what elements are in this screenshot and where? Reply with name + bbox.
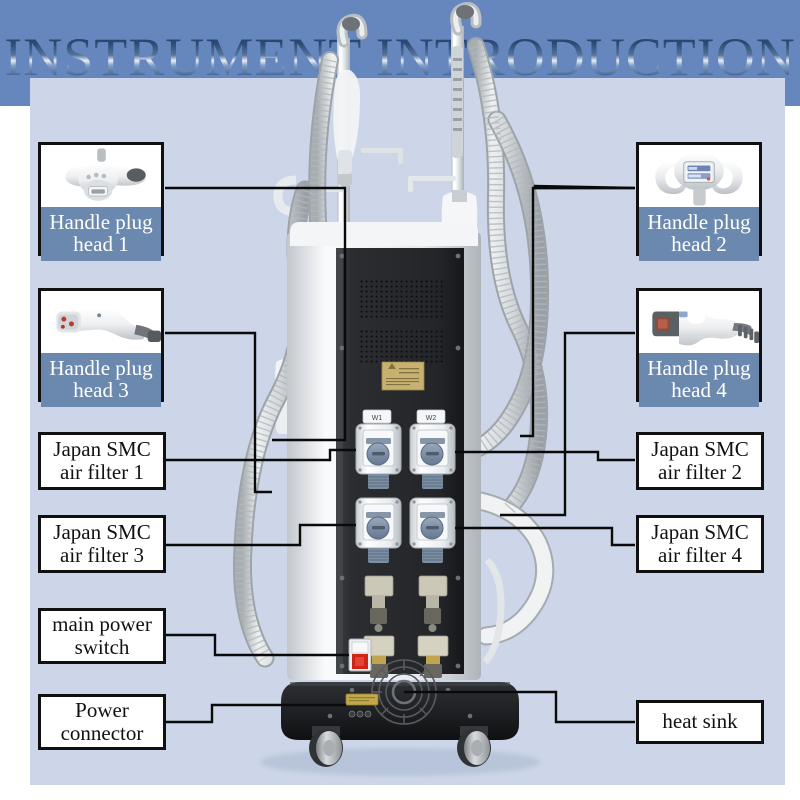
callout-air-filter-1[interactable]: Japan SMC air filter 1 <box>38 432 166 490</box>
callout-air-filter-3[interactable]: Japan SMC air filter 3 <box>38 515 166 573</box>
page-title: INSTRUMENT INTRODUCTION <box>0 26 800 88</box>
air-filter-2 <box>409 423 456 489</box>
callout-air-filter-4[interactable]: Japan SMC air filter 4 <box>636 515 764 573</box>
callout-air-filter-4-label: Japan SMC air filter 4 <box>651 519 749 567</box>
callout-handle-plug-head-3[interactable]: Handle plug head 3 <box>38 288 164 407</box>
callout-air-filter-1-label: Japan SMC air filter 1 <box>53 436 151 484</box>
overhead-hose-loops <box>336 2 482 48</box>
callout-handle-plug-head-4-label: Handle plug head 4 <box>639 353 759 407</box>
callout-power-connector-label: Power connector <box>60 697 144 745</box>
power-connector-part <box>345 693 379 718</box>
casters <box>309 726 491 767</box>
callout-handle-plug-head-2-label: Handle plug head 2 <box>639 207 759 261</box>
air-filter-4 <box>409 497 456 563</box>
air-filter-modules: W1 W2 <box>355 409 456 563</box>
handle-plug-head-2-photo <box>639 145 759 207</box>
handle-plug-head-1-photo <box>41 145 161 207</box>
callout-power-connector[interactable]: Power connector <box>38 694 166 750</box>
handle-plug-head-3-photo <box>41 291 161 353</box>
main-power-switch-part <box>348 638 372 672</box>
callout-handle-plug-head-1-label: Handle plug head 1 <box>41 207 161 261</box>
svg-text:W2: W2 <box>426 415 437 422</box>
callout-handle-plug-head-2[interactable]: Handle plug head 2 <box>636 142 762 261</box>
air-filter-3 <box>355 497 402 563</box>
filter-tag-1: W1 <box>362 409 392 424</box>
callout-main-power-switch[interactable]: main power switch <box>38 608 166 664</box>
handle-plug-head-4-photo <box>639 291 759 353</box>
svg-text:W1: W1 <box>372 415 383 422</box>
warning-label <box>381 361 425 391</box>
callout-main-power-switch-label: main power switch <box>52 611 152 659</box>
callout-heat-sink[interactable]: heat sink <box>636 700 764 744</box>
callout-handle-plug-head-3-label: Handle plug head 3 <box>41 353 161 407</box>
callout-handle-plug-head-4[interactable]: Handle plug head 4 <box>636 288 762 407</box>
air-filter-1 <box>355 423 402 489</box>
callout-air-filter-2-label: Japan SMC air filter 2 <box>651 436 749 484</box>
regulator-units <box>363 575 449 678</box>
callout-handle-plug-head-1[interactable]: Handle plug head 1 <box>38 142 164 261</box>
callout-air-filter-2[interactable]: Japan SMC air filter 2 <box>636 432 764 490</box>
callout-air-filter-3-label: Japan SMC air filter 3 <box>53 519 151 567</box>
filter-tag-2: W2 <box>416 409 446 424</box>
callout-heat-sink-label: heat sink <box>662 709 738 734</box>
